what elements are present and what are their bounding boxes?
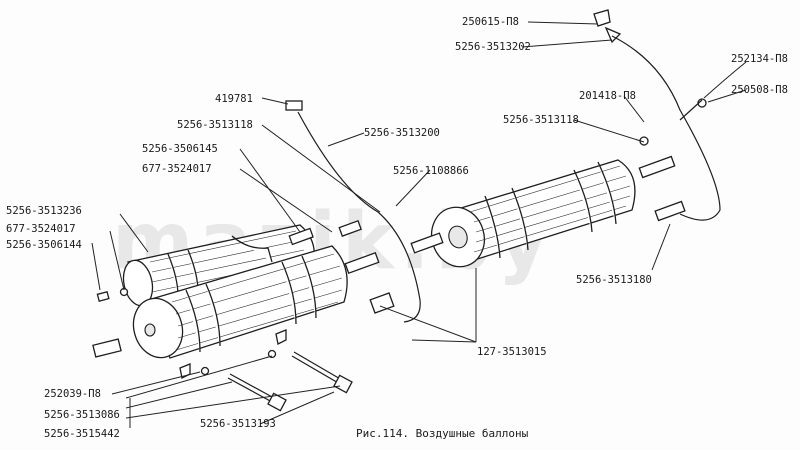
label-5256-3515442: 5256-3515442: [44, 428, 120, 440]
label-250508: 250508-П8: [731, 84, 788, 96]
label-5256-3513202: 5256-3513202: [455, 41, 531, 53]
figure-caption: Рис.114. Воздушные баллоны: [356, 427, 529, 440]
label-250615: 250615-П8: [462, 16, 519, 28]
label-419781: 419781: [215, 93, 253, 105]
label-5256-3513086: 5256-3513086: [44, 409, 120, 421]
label-5256-3513118-right: 5256-3513118: [503, 114, 579, 126]
label-5256-3513236: 5256-3513236: [6, 205, 82, 217]
label-5256-3506144: 5256-3506144: [6, 239, 82, 251]
label-201418: 201418-П8: [579, 90, 636, 102]
left-front-air-tank: [132, 245, 348, 379]
label-127-3513015: 127-3513015: [477, 346, 547, 358]
label-677-3524017-top: 677-3524017: [142, 163, 212, 175]
part-labels: 250615-П8 5256-3513202 252134-П8 201418-…: [6, 16, 788, 440]
leader-lines: [91, 21, 747, 428]
mounting-bolts: [227, 351, 353, 412]
air-hoses: [297, 35, 721, 323]
label-252134: 252134-П8: [731, 53, 788, 65]
label-5256-3513200: 5256-3513200: [364, 127, 440, 139]
label-677-3524017-side: 677-3524017: [6, 223, 76, 235]
label-5256-1108866: 5256-1108866: [393, 165, 469, 177]
right-air-tank: [430, 159, 636, 268]
label-5256-3513180: 5256-3513180: [576, 274, 652, 286]
label-252039: 252039-П8: [44, 388, 101, 400]
label-5256-3513193: 5256-3513193: [200, 418, 276, 430]
label-5256-3506145: 5256-3506145: [142, 143, 218, 155]
fittings: [92, 9, 707, 376]
label-5256-3513118-left: 5256-3513118: [177, 119, 253, 131]
